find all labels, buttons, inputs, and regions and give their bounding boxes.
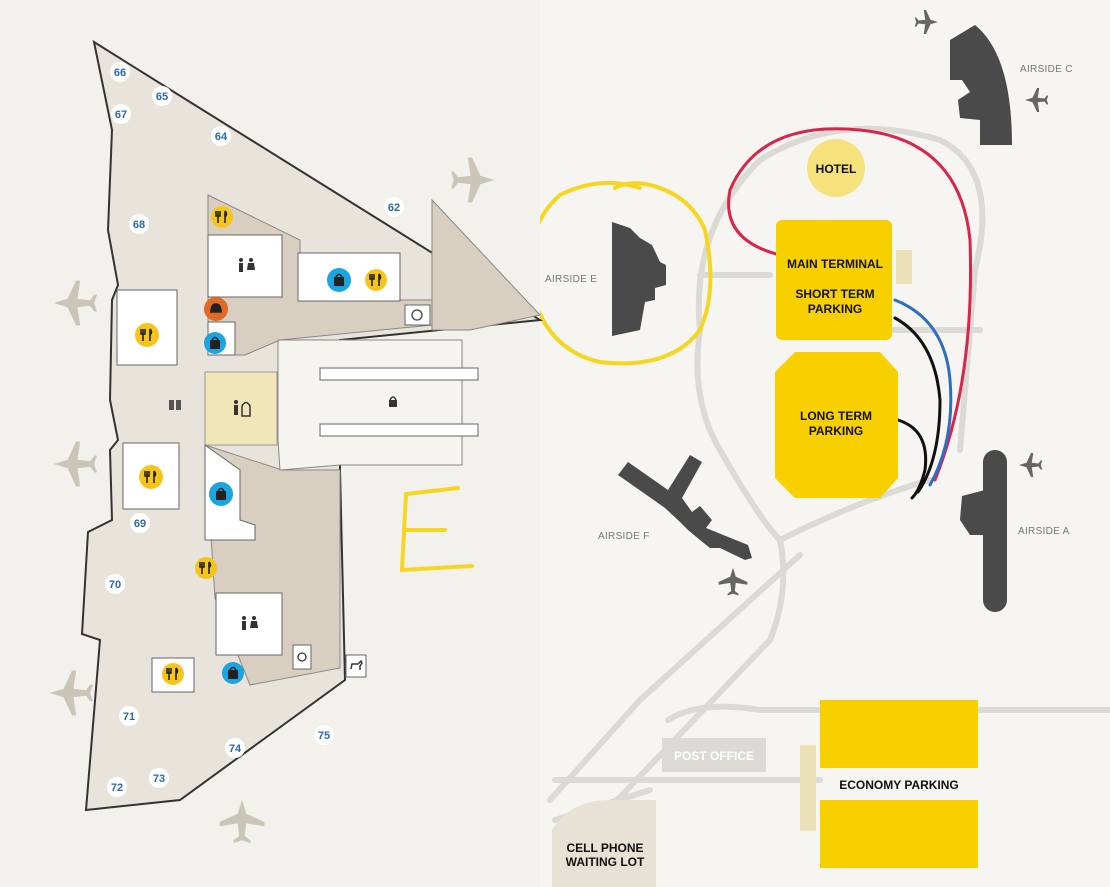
restaurant-icon[interactable] <box>139 465 163 489</box>
route-blue <box>893 298 953 487</box>
shopping-bag-icon[interactable] <box>222 662 244 684</box>
restaurant-icon[interactable] <box>162 663 184 685</box>
gate-71[interactable]: 71 <box>119 706 139 726</box>
restaurant-icon[interactable] <box>195 557 217 579</box>
restroom-icon <box>239 258 255 272</box>
post-office-block <box>662 738 766 772</box>
economy-parking-bottom <box>820 800 978 868</box>
pet-relief-icon <box>350 659 363 670</box>
main-terminal-label: MAIN TERMINAL <box>787 257 883 271</box>
economy-parking-top <box>820 700 978 768</box>
airside-e-label: AIRSIDE E <box>545 274 597 285</box>
hand-drawn-e-annotation <box>399 486 474 573</box>
elevator-icon <box>169 400 181 410</box>
restaurant-icon[interactable] <box>211 206 233 228</box>
economy-connector <box>800 745 816 831</box>
gate-66[interactable]: 66 <box>110 62 130 82</box>
gate-72[interactable]: 72 <box>107 777 127 797</box>
shopping-bag-icon[interactable] <box>327 268 351 292</box>
airside-e-building <box>612 222 666 336</box>
gate-markers: 66 65 67 64 62 68 69 70 71 72 73 74 75 <box>105 62 404 797</box>
svg-text:69: 69 <box>134 518 146 530</box>
airside-a-building <box>960 450 1007 612</box>
shopping-bag-icon[interactable] <box>204 332 226 354</box>
security-lane-top <box>319 367 479 381</box>
svg-text:74: 74 <box>229 743 242 755</box>
gate-68[interactable]: 68 <box>129 214 149 234</box>
security-lane-bottom <box>319 423 479 437</box>
airside-a-label: AIRSIDE A <box>1018 526 1070 537</box>
airside-f-label: AIRSIDE F <box>598 531 650 542</box>
long-term-label-line1: LONG TERM <box>800 409 872 423</box>
route-black-2 <box>896 418 928 500</box>
long-term-label-line2: PARKING <box>809 424 863 438</box>
svg-text:75: 75 <box>318 730 330 742</box>
main-terminal-block <box>776 220 892 340</box>
restroom-room-bottom <box>215 592 283 656</box>
svg-text:65: 65 <box>156 91 168 103</box>
gate-73[interactable]: 73 <box>149 768 169 788</box>
airside-c-label: AIRSIDE C <box>1020 64 1073 75</box>
relief-area-icon <box>297 652 307 662</box>
gate-69[interactable]: 69 <box>130 513 150 533</box>
svg-text:72: 72 <box>111 782 123 794</box>
gate-70[interactable]: 70 <box>105 574 125 594</box>
restaurant-icon[interactable] <box>135 323 159 347</box>
economy-parking-label: ECONOMY PARKING <box>839 778 959 792</box>
hotel-label: HOTEL <box>816 162 857 176</box>
svg-text:64: 64 <box>215 131 228 143</box>
svg-text:70: 70 <box>109 579 121 591</box>
restroom-icon <box>242 616 258 630</box>
gate-65[interactable]: 65 <box>152 86 172 106</box>
gate-64[interactable]: 64 <box>211 126 231 146</box>
security-icon <box>389 396 397 407</box>
post-office-label: POST OFFICE <box>674 749 754 763</box>
airside-f-building <box>618 455 752 560</box>
svg-text:71: 71 <box>123 711 135 723</box>
family-restroom-icon <box>234 400 251 417</box>
svg-text:62: 62 <box>388 202 400 214</box>
central-hall <box>277 339 463 471</box>
svg-text:73: 73 <box>153 773 165 785</box>
access-routes <box>727 127 973 500</box>
short-term-label-line1: SHORT TERM <box>795 287 874 301</box>
route-red <box>727 127 973 482</box>
cell-phone-label-line1: CELL PHONE <box>566 841 643 855</box>
svg-text:66: 66 <box>114 67 126 79</box>
gate-62[interactable]: 62 <box>384 197 404 217</box>
airside-c-building <box>950 25 1012 145</box>
concourse-core-right <box>431 198 541 331</box>
cell-phone-lot-block <box>552 800 656 887</box>
gate-67[interactable]: 67 <box>111 104 131 124</box>
shopping-bag-icon[interactable] <box>209 482 233 506</box>
svg-text:68: 68 <box>133 219 145 231</box>
relief-room <box>292 644 312 670</box>
family-area <box>204 371 278 446</box>
atm-room <box>404 304 431 326</box>
long-term-parking-block <box>775 352 898 498</box>
pet-relief-room <box>345 654 367 678</box>
atm-icon <box>411 309 423 321</box>
terminal-connector <box>896 250 912 284</box>
restroom-room-top <box>207 234 283 298</box>
cell-phone-label-line2: WAITING LOT <box>566 855 645 869</box>
gate-75[interactable]: 75 <box>314 725 334 745</box>
restaurant-icon[interactable] <box>365 269 387 291</box>
service-bell-icon[interactable] <box>204 297 228 321</box>
short-term-label-line2: PARKING <box>808 302 862 316</box>
svg-text:67: 67 <box>115 109 127 121</box>
hotel-marker <box>807 139 865 197</box>
highlight-circle-annotation <box>527 180 713 366</box>
shopping-icons <box>204 268 351 684</box>
gate-74[interactable]: 74 <box>225 738 245 758</box>
route-black-1 <box>893 316 942 494</box>
restaurant-icons <box>135 206 387 685</box>
